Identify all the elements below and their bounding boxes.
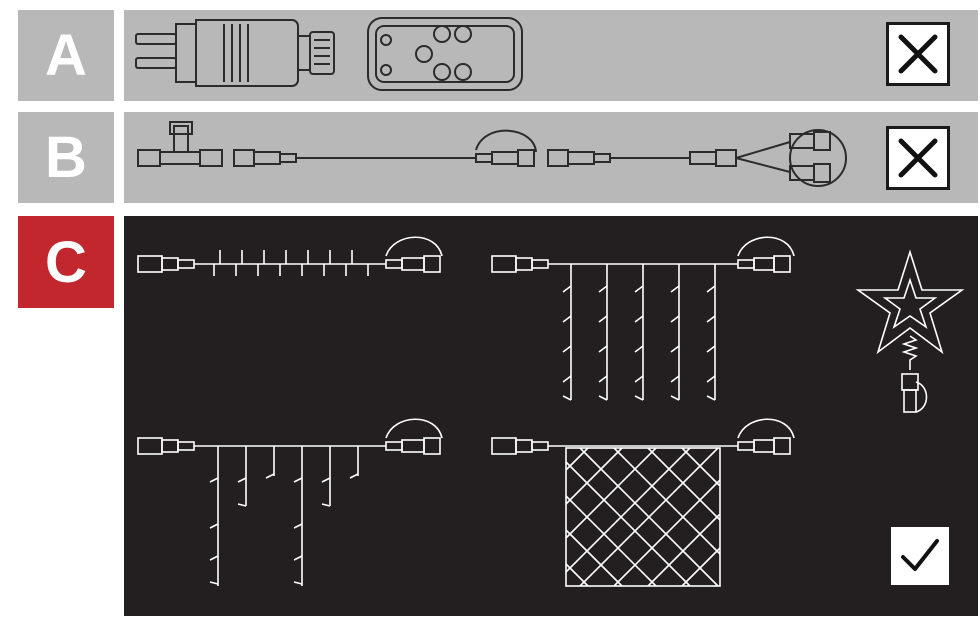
- row-a-panel: [124, 10, 978, 101]
- row-a-letter: A: [45, 23, 87, 88]
- plug-pin-icon: [135, 33, 177, 45]
- plug-pin-icon: [135, 57, 177, 69]
- remote-control-icon: [367, 17, 523, 91]
- star-topper-icon: [855, 249, 965, 413]
- row-b-panel: [124, 112, 978, 203]
- icicle-light-icon: [137, 418, 443, 586]
- row-c-badge: C: [18, 216, 114, 308]
- row-b-letter: B: [45, 125, 87, 190]
- row-c-letter: C: [45, 229, 87, 295]
- string-light-icon: [137, 236, 443, 276]
- curtain-light-icon: [491, 236, 795, 401]
- row-c-status-check-icon: [891, 527, 949, 585]
- row-a-status-cross-icon: [886, 22, 950, 86]
- net-light-icon: [491, 418, 795, 587]
- row-b-badge: B: [18, 112, 114, 203]
- light-chains-illustration: [137, 236, 965, 587]
- row-c-panel: [124, 216, 978, 616]
- y-splitter-icon: [547, 149, 569, 167]
- extension-cables-illustration: [137, 121, 847, 187]
- row-b-status-cross-icon: [886, 126, 950, 190]
- power-supply-illustration: [135, 17, 523, 91]
- adapter-body-icon: [195, 19, 299, 87]
- t-splitter-icon: [137, 149, 161, 167]
- extension-cable-icon: [233, 149, 255, 167]
- row-a-badge: A: [18, 10, 114, 101]
